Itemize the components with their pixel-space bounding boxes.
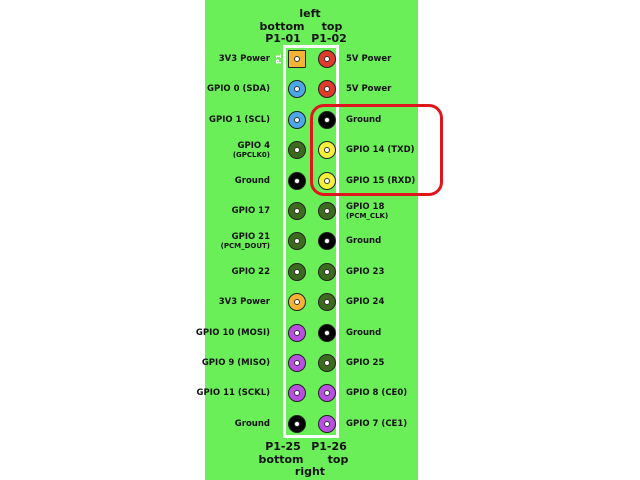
pin-name: Ground — [234, 175, 270, 186]
footer-side: right — [294, 465, 326, 478]
footer-right-col: top — [327, 453, 349, 466]
pin-label-left: GPIO 10 (MOSI) — [194, 328, 270, 338]
pin-26 — [318, 414, 336, 433]
pin-label-right: GPIO 23 — [346, 267, 426, 277]
pin-name: 3V3 Power — [218, 54, 270, 64]
pin-name: GPIO 9 (MISO) — [201, 358, 270, 368]
pin-15 — [288, 262, 306, 281]
pinout-diagram — [205, 0, 418, 480]
pin-subname: (PCM_CLK) — [346, 212, 389, 220]
pin-19 — [288, 323, 306, 342]
pin-subname: (PCM_DOUT) — [220, 242, 270, 251]
pin-name: GPIO 4 — [237, 141, 270, 152]
pin1-marker: P1 — [275, 53, 284, 65]
pin-3 — [288, 80, 306, 99]
pin-name: GPIO 15 (RXD) — [346, 175, 416, 186]
pin-label-right: Ground — [346, 328, 426, 338]
pin-name: GPIO 24 — [346, 297, 385, 308]
pin-label-left: GPIO 22 — [194, 267, 270, 277]
uart-highlight-box — [310, 104, 443, 196]
pin-name: GPIO 0 (SDA) — [207, 84, 270, 95]
pin-subname: (GPCLK0) — [232, 151, 270, 160]
pin-name: GPIO 25 — [346, 358, 385, 368]
pin-name: GPIO 10 (MOSI) — [195, 327, 270, 338]
pin-label-left: 3V3 Power — [194, 297, 270, 307]
pin-13 — [288, 232, 306, 251]
pin-24 — [318, 384, 336, 403]
footer-right-pin: P1-26 — [311, 440, 347, 453]
pin-label-right: GPIO 14 (TXD) — [346, 145, 426, 155]
pin-18 — [318, 293, 336, 312]
pin-12 — [318, 202, 336, 220]
pin-label-right: GPIO 8 (CE0) — [346, 388, 426, 398]
pin-label-right: 5V Power — [346, 54, 426, 64]
pin-14 — [318, 232, 336, 251]
footer-left-col: bottom — [258, 453, 304, 466]
pin-label-right: GPIO 18(PCM_CLK) — [346, 202, 426, 220]
footer-left-pin: P1-25 — [265, 440, 301, 453]
pin-label-left: Ground — [194, 419, 270, 429]
pin-10 — [318, 171, 336, 190]
pin-label-right: Ground — [346, 236, 426, 246]
pin-7 — [288, 141, 306, 160]
pin-name: GPIO 11 (SCKL) — [196, 388, 270, 399]
header-left-col: bottom — [259, 20, 305, 33]
pin-1 — [288, 50, 306, 68]
pin-name: GPIO 8 (CE0) — [346, 388, 408, 399]
pin-20 — [318, 323, 336, 342]
pin-label-right: GPIO 7 (CE1) — [346, 419, 426, 429]
pin-label-right: Ground — [346, 115, 426, 125]
pin-label-left: Ground — [194, 176, 270, 186]
header-side: left — [299, 7, 321, 20]
pin-25 — [288, 414, 306, 433]
header-outline — [283, 45, 339, 438]
pin-name: Ground — [346, 114, 382, 125]
pin-name: GPIO 17 — [231, 206, 270, 216]
pin-label-right: 5V Power — [346, 84, 426, 94]
pin-label-left: GPIO 0 (SDA) — [194, 84, 270, 94]
pin-name: 5V Power — [346, 84, 392, 95]
pin-label-left: GPIO 11 (SCKL) — [194, 388, 270, 398]
pin-16 — [318, 262, 336, 281]
pin-label-right: GPIO 15 (RXD) — [346, 176, 426, 186]
pin-label-right: GPIO 25 — [346, 358, 426, 368]
pin-23 — [288, 384, 306, 403]
pin-2 — [318, 50, 336, 68]
pin-9 — [288, 171, 306, 190]
pin-name: Ground — [234, 418, 270, 429]
pin-label-right: GPIO 24 — [346, 297, 426, 307]
header-right-col: top — [321, 20, 343, 33]
pin-name: 5V Power — [346, 54, 392, 64]
pin-label-left: GPIO 17 — [194, 206, 270, 216]
pin-name: 3V3 Power — [218, 297, 270, 308]
pin-8 — [318, 141, 336, 160]
pin-22 — [318, 354, 336, 372]
pin-name: GPIO 14 (TXD) — [346, 145, 415, 156]
pin-label-left: GPIO 1 (SCL) — [194, 115, 270, 125]
pin-label-left: GPIO 4(GPCLK0) — [194, 141, 270, 159]
pin-6 — [318, 110, 336, 129]
pin-name: GPIO 22 — [231, 266, 270, 277]
pin-label-left: GPIO 21(PCM_DOUT) — [194, 232, 270, 250]
pin-name: GPIO 18 — [346, 202, 385, 212]
pin-name: GPIO 7 (CE1) — [346, 418, 408, 429]
pin-name: Ground — [346, 327, 382, 338]
header-right-pin: P1-02 — [311, 32, 347, 45]
pin-17 — [288, 293, 306, 312]
pin-name: Ground — [346, 236, 382, 247]
pin-21 — [288, 354, 306, 372]
pin-label-left: 3V3 Power — [194, 54, 270, 64]
pin-name: GPIO 1 (SCL) — [209, 114, 270, 125]
header-left-pin: P1-01 — [265, 32, 301, 45]
pin-5 — [288, 110, 306, 129]
pin-11 — [288, 202, 306, 220]
pin-label-left: GPIO 9 (MISO) — [194, 358, 270, 368]
pin-name: GPIO 21 — [231, 232, 270, 243]
pin-4 — [318, 80, 336, 99]
pin-name: GPIO 23 — [346, 266, 385, 277]
